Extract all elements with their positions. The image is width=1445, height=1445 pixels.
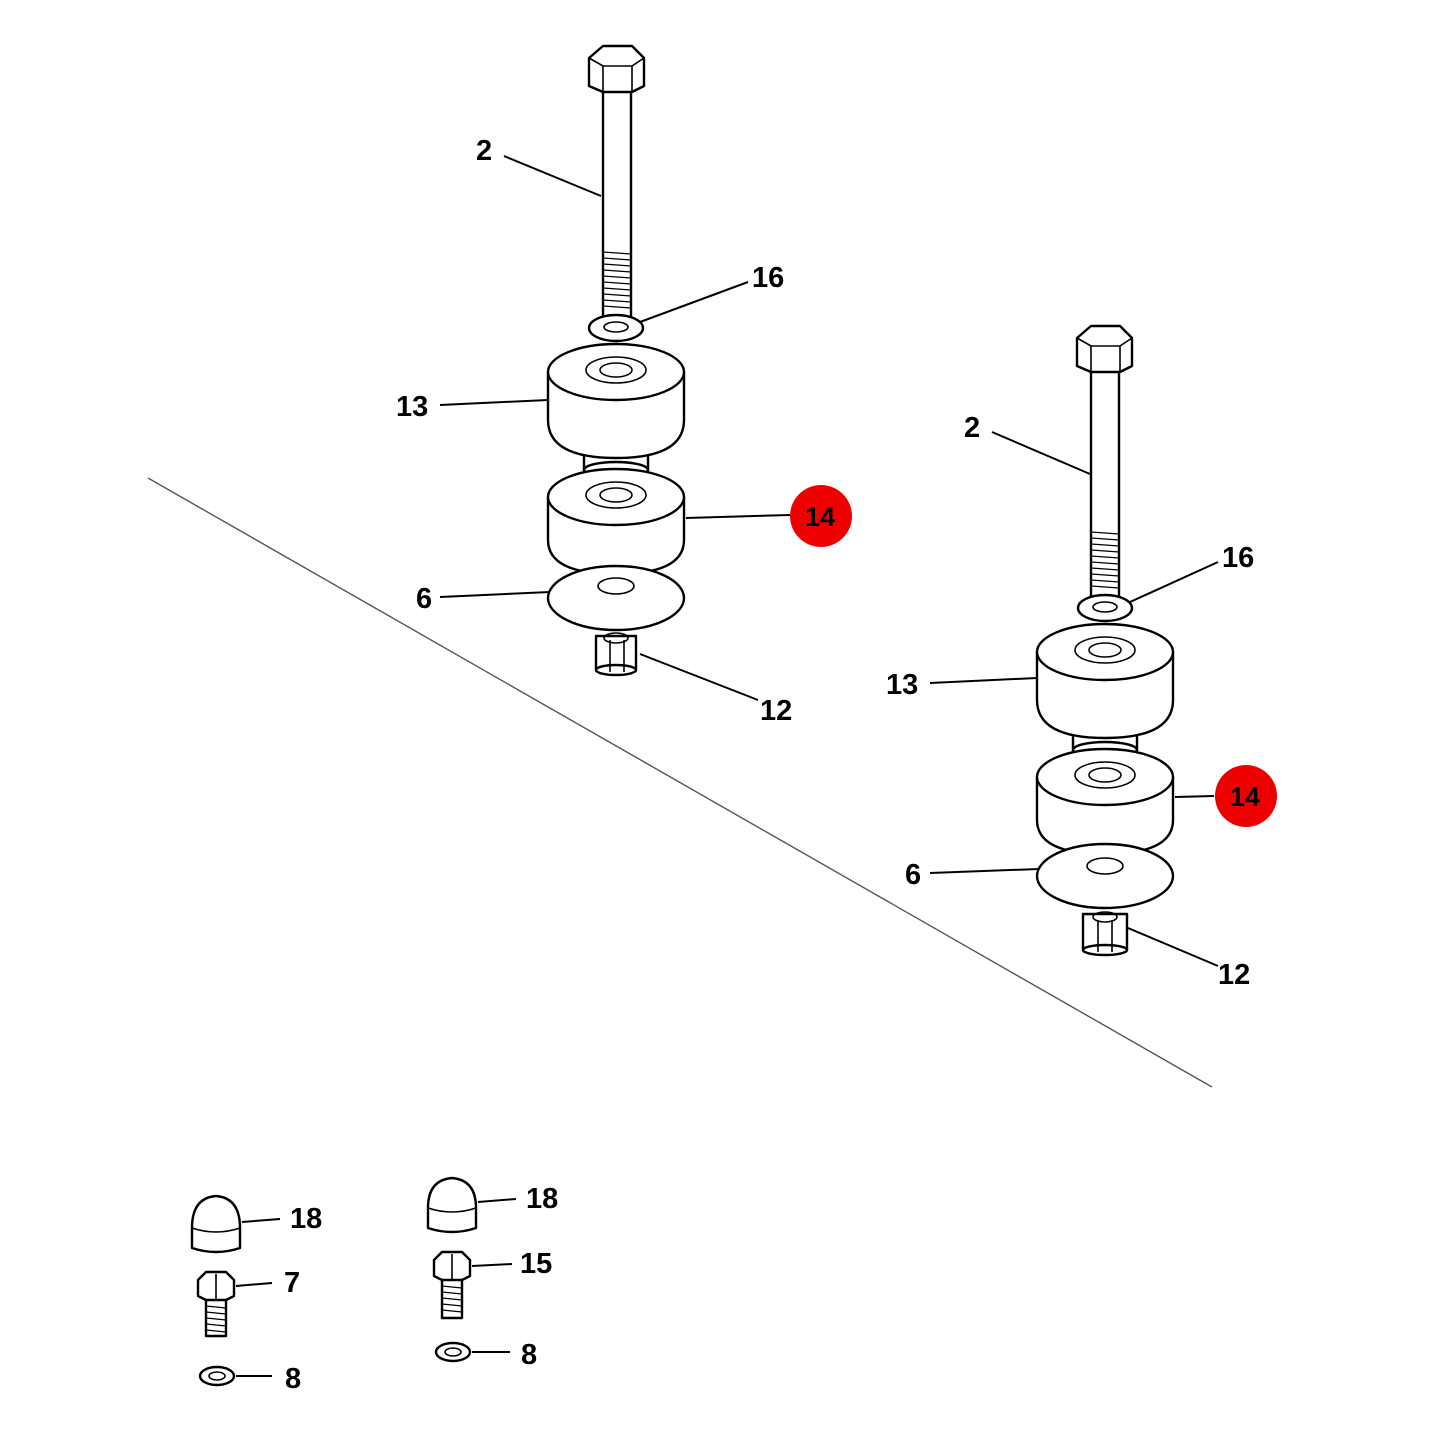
acorn-cap-nut xyxy=(426,1176,478,1234)
leader-b-washer-flat xyxy=(929,868,1040,874)
rubber-mount-lower xyxy=(546,467,686,576)
leader-d-screw xyxy=(471,1263,513,1267)
callout-b-bolt: 2 xyxy=(964,412,980,444)
leader-b-nut xyxy=(1127,927,1219,967)
leader-a-washer-flat xyxy=(439,591,551,598)
bolt-thread xyxy=(602,251,632,309)
washer-top xyxy=(1076,593,1134,623)
leader-c-cap xyxy=(241,1218,281,1223)
bolt-thread xyxy=(1090,531,1120,589)
nut xyxy=(594,632,638,677)
callout-d-washer: 8 xyxy=(521,1339,537,1371)
highlight-marker-b xyxy=(1215,765,1277,827)
flat-washer xyxy=(1035,842,1175,910)
mount-assembly-left xyxy=(546,44,686,677)
callout-b-nut: 12 xyxy=(1218,959,1250,991)
leader-a-mount-upper xyxy=(439,399,549,406)
callout-a-washer-flat: 6 xyxy=(416,583,432,615)
callout-d-screw: 15 xyxy=(520,1248,552,1280)
leader-a-bolt xyxy=(503,155,602,197)
leader-c-screw xyxy=(235,1282,273,1287)
acorn-cap-nut xyxy=(190,1194,242,1254)
rubber-mount-upper xyxy=(1035,622,1175,760)
small-parts-left xyxy=(190,1194,242,1387)
callout-b-washer-flat: 6 xyxy=(905,859,921,891)
lock-washer xyxy=(434,1341,472,1363)
bolt-hex-head xyxy=(587,44,646,94)
callout-c-washer: 8 xyxy=(285,1363,301,1395)
mount-assembly-right xyxy=(1035,324,1175,957)
callout-a-bolt: 2 xyxy=(476,135,492,167)
frame-edge-line xyxy=(147,477,1213,1088)
highlight-marker-a xyxy=(790,485,852,547)
leader-b-mount-upper xyxy=(929,677,1038,684)
bolt-hex-head xyxy=(1075,324,1134,374)
leader-b-bolt xyxy=(991,431,1091,475)
leader-a-nut xyxy=(639,653,759,701)
leader-d-cap xyxy=(477,1198,517,1203)
callout-a-nut: 12 xyxy=(760,695,792,727)
callout-d-cap: 18 xyxy=(526,1183,558,1215)
rubber-mount-upper xyxy=(546,342,686,480)
callout-a-mount-upper: 13 xyxy=(396,391,428,423)
callout-b-mount-lower: 14 xyxy=(1230,782,1260,812)
leader-a-washer-top xyxy=(639,281,749,323)
bolt-shank xyxy=(601,86,633,322)
callout-b-washer-top: 16 xyxy=(1222,542,1254,574)
leader-b-mount-lower xyxy=(1174,795,1215,798)
bolt-shank xyxy=(1089,366,1121,602)
small-parts-right xyxy=(426,1176,478,1363)
hex-screw xyxy=(196,1270,236,1338)
hex-screw xyxy=(432,1250,472,1320)
lock-washer xyxy=(198,1365,236,1387)
callout-c-cap: 18 xyxy=(290,1203,322,1235)
nut xyxy=(1081,911,1129,957)
leader-a-mount-lower xyxy=(685,514,791,519)
leader-b-washer-top xyxy=(1129,561,1219,603)
callout-a-washer-top: 16 xyxy=(752,262,784,294)
callout-a-mount-lower: 14 xyxy=(805,502,835,532)
washer-top xyxy=(587,313,645,343)
callout-c-screw: 7 xyxy=(284,1267,300,1299)
rubber-mount-lower xyxy=(1035,747,1175,856)
callout-b-mount-upper: 13 xyxy=(886,669,918,701)
flat-washer xyxy=(546,564,686,632)
